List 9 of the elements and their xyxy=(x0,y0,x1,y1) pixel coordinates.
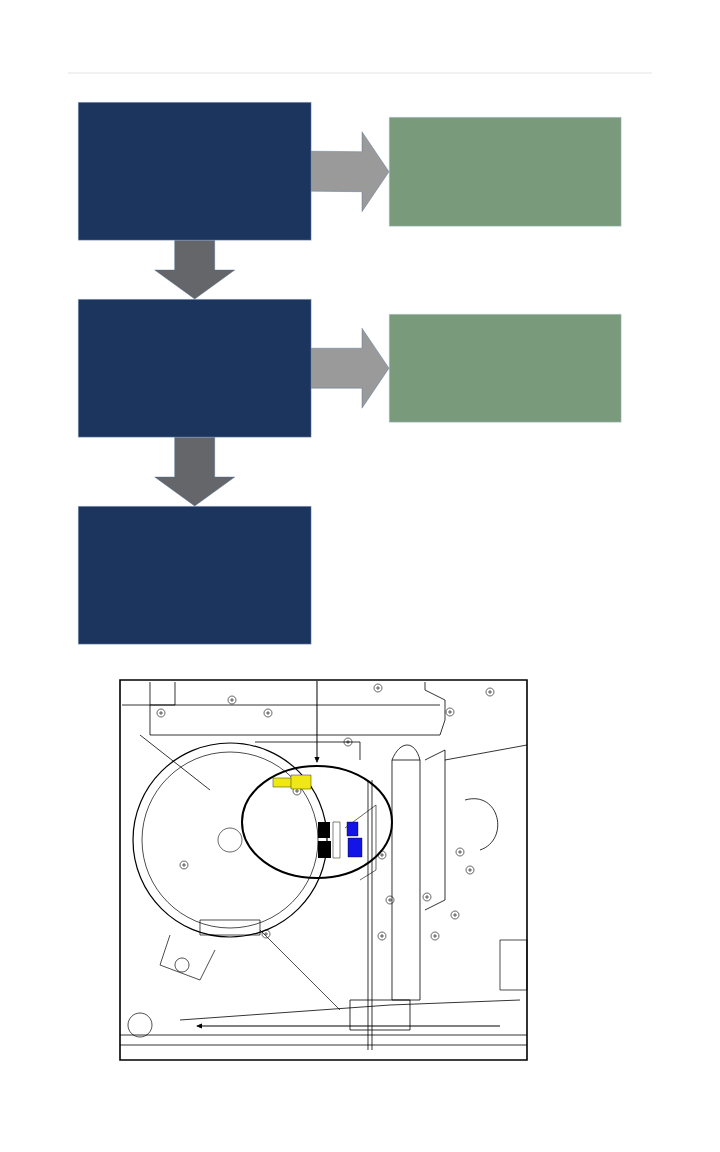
block-arrow xyxy=(311,328,390,409)
block-arrow xyxy=(154,240,235,300)
process-box xyxy=(389,314,622,423)
process-box xyxy=(78,299,312,438)
block-arrow xyxy=(154,437,235,507)
process-box xyxy=(389,117,622,227)
process-box xyxy=(78,102,312,241)
block-arrow xyxy=(311,131,390,212)
process-box xyxy=(78,506,312,645)
